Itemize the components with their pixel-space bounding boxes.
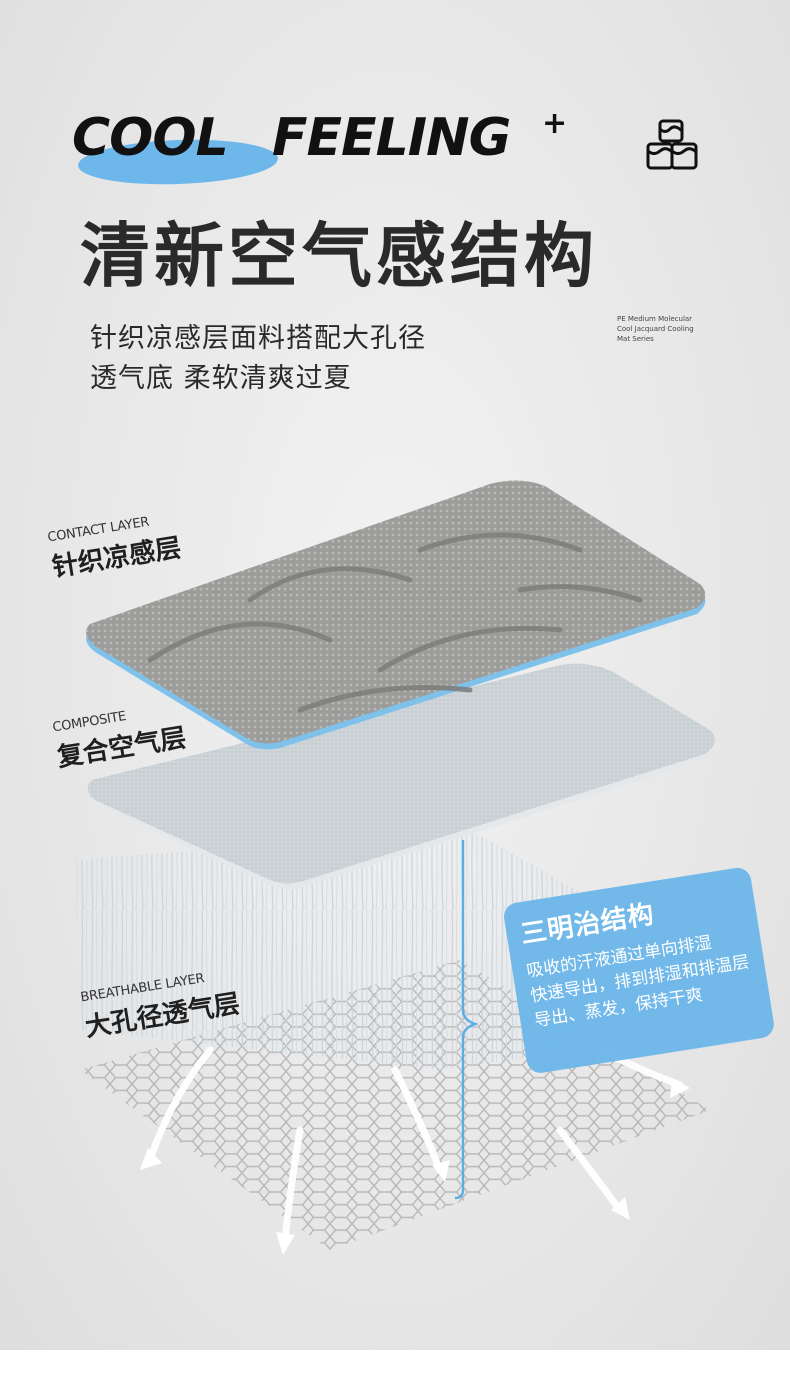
cool-feeling-headline: COOL FEELING + [72, 106, 592, 188]
headline-word-feeling: FEELING [272, 108, 511, 168]
composite-air-layer [87, 663, 715, 890]
series-note-line-1: PE Medium Molecular [617, 315, 693, 323]
page-title: 清新空气感结构 [80, 215, 598, 297]
page-bottom-margin [0, 1350, 790, 1395]
headline-word-cool: COOL [72, 108, 229, 168]
airflow-arrowheads [140, 1078, 690, 1255]
series-note-line-3: Mat Series [617, 335, 654, 343]
subtitle-line-1: 针织凉感层面料搭配大孔径 [90, 323, 426, 354]
bracket-icon [454, 840, 479, 1200]
series-note: PE Medium Molecular Cool Jacquard Coolin… [617, 314, 727, 344]
subtitle-line-2: 透气底 柔软清爽过夏 [90, 363, 352, 394]
contact-cool-layer [86, 480, 706, 750]
ice-cube-icon [646, 119, 698, 170]
series-note-line-2: Cool Jacquard Cooling [617, 325, 694, 333]
headline-plus: + [542, 106, 568, 141]
product-feature-page: COOL FEELING + 清新空气感结构 针织凉感层面料搭配大孔径 透气底 … [0, 0, 790, 1350]
